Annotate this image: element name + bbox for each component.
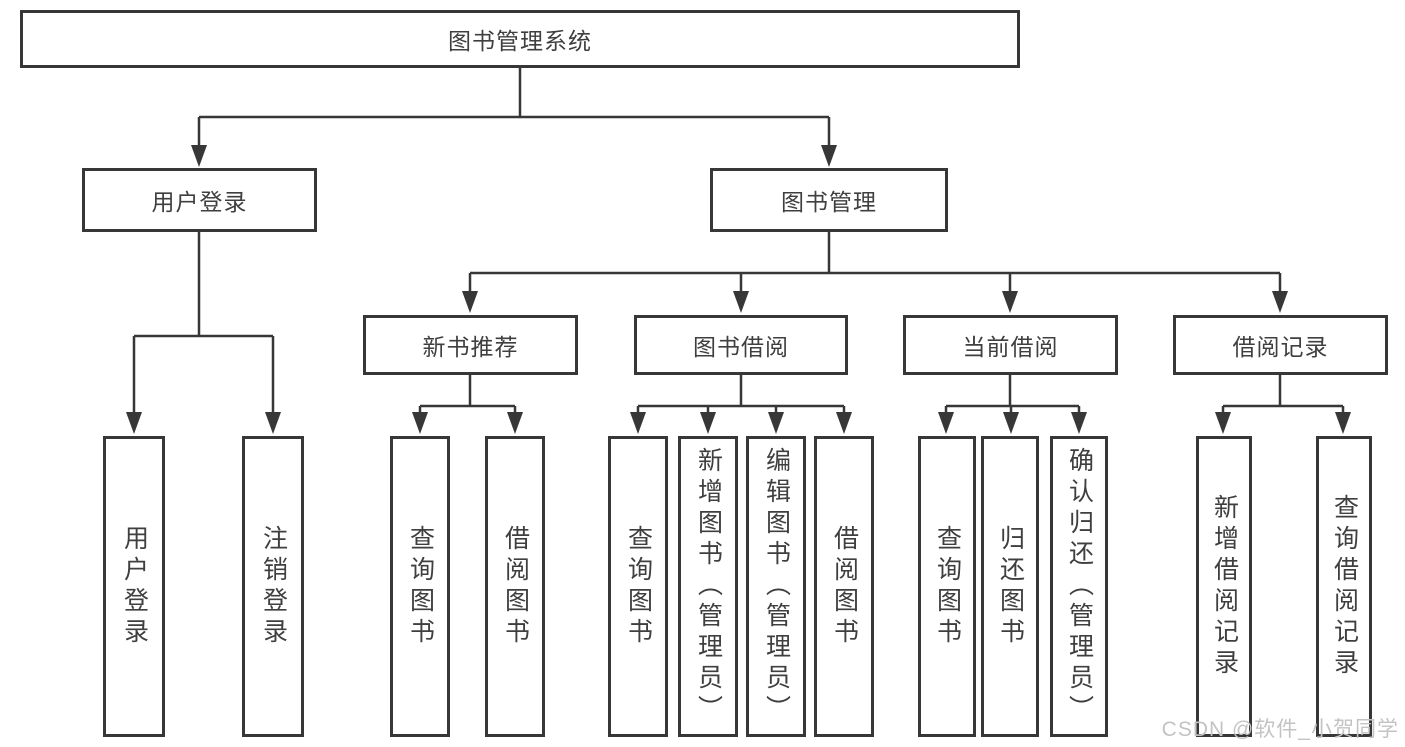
node-user-login: 用户登录 [82, 168, 317, 232]
node-borrow-record: 借阅记录 [1173, 315, 1388, 375]
node-leaf-cb-return-book-label: 归还图书 [996, 524, 1025, 649]
node-leaf-rec-query-book-label: 查询图书 [406, 524, 435, 649]
node-leaf-bb-add-book: 新增图书（管理员） [678, 436, 738, 737]
watermark-text: CSDN @软件_小贺同学 [1161, 718, 1399, 741]
node-current-borrow-label: 当前借阅 [962, 334, 1059, 360]
node-current-borrow: 当前借阅 [903, 315, 1118, 375]
node-root-label: 图书管理系统 [448, 28, 592, 54]
node-leaf-cb-query-book-label: 查询图书 [933, 524, 962, 649]
node-root: 图书管理系统 [20, 10, 1020, 68]
node-new-book-recommend: 新书推荐 [363, 315, 578, 375]
node-book-management: 图书管理 [710, 168, 948, 232]
node-leaf-cb-confirm-return: 确认归还（管理员） [1050, 436, 1108, 737]
node-leaf-bb-query-book-label: 查询图书 [624, 524, 653, 649]
node-leaf-cb-query-book: 查询图书 [918, 436, 976, 737]
node-leaf-bb-query-book: 查询图书 [608, 436, 668, 737]
node-book-borrow-label: 图书借阅 [693, 334, 789, 360]
node-leaf-bb-borrow-book: 借阅图书 [814, 436, 874, 737]
node-leaf-br-add-record-label: 新增借阅记录 [1210, 493, 1239, 680]
node-user-login-label: 用户登录 [151, 189, 248, 215]
node-leaf-logout-login-label: 注销登录 [259, 524, 288, 649]
node-leaf-bb-edit-book: 编辑图书（管理员） [746, 436, 806, 737]
node-new-book-recommend-label: 新书推荐 [422, 334, 519, 360]
node-leaf-rec-borrow-book: 借阅图书 [485, 436, 545, 737]
node-leaf-br-query-record-label: 查询借阅记录 [1330, 493, 1359, 680]
node-leaf-bb-borrow-book-label: 借阅图书 [830, 524, 859, 649]
node-leaf-rec-borrow-book-label: 借阅图书 [501, 524, 530, 649]
node-leaf-bb-edit-book-label: 编辑图书（管理员） [762, 447, 791, 726]
node-leaf-cb-return-book: 归还图书 [981, 436, 1039, 737]
node-leaf-br-query-record: 查询借阅记录 [1316, 436, 1372, 737]
node-leaf-user-login-label: 用户登录 [120, 524, 149, 649]
node-borrow-record-label: 借阅记录 [1232, 334, 1329, 360]
node-book-borrow: 图书借阅 [634, 315, 848, 375]
node-book-management-label: 图书管理 [781, 189, 877, 215]
node-leaf-br-add-record: 新增借阅记录 [1196, 436, 1252, 737]
node-leaf-user-login: 用户登录 [103, 436, 165, 737]
node-leaf-rec-query-book: 查询图书 [390, 436, 450, 737]
node-leaf-logout-login: 注销登录 [242, 436, 304, 737]
node-leaf-cb-confirm-return-label: 确认归还（管理员） [1065, 447, 1094, 726]
node-leaf-bb-add-book-label: 新增图书（管理员） [694, 447, 723, 726]
